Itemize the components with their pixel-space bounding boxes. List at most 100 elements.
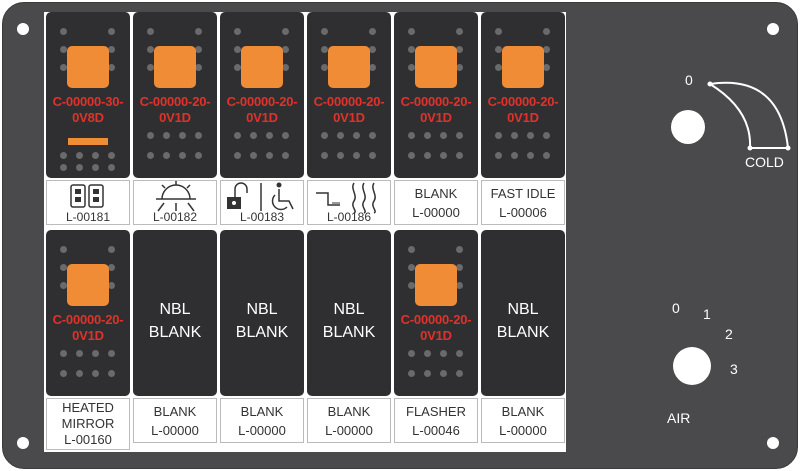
switch-dot: [147, 46, 154, 53]
label-name: HEATED: [62, 400, 114, 415]
switch-dot: [353, 132, 360, 139]
switch-dot: [195, 64, 202, 71]
air-label: AIR: [667, 410, 691, 426]
rocker-switch[interactable]: C-00000-20-0V1D: [307, 12, 391, 178]
air-setting-1: 1: [703, 306, 711, 322]
rocker-switch[interactable]: C-00000-20-0V1D: [394, 12, 478, 178]
switch-dot: [543, 28, 550, 35]
screw-bottom-left: [17, 437, 29, 449]
switch-dot: [195, 132, 202, 139]
label-blank: BLANK L-00000: [133, 398, 217, 443]
switch-dot: [440, 370, 447, 377]
switch-dot: [321, 132, 328, 139]
switch-dot: [440, 132, 447, 139]
rocker-switch[interactable]: C-00000-20-0V1D: [46, 230, 130, 396]
switch-dot: [440, 152, 447, 159]
switch-dot: [60, 246, 67, 253]
switch-part-code: C-00000-20-0V1D: [400, 312, 472, 343]
switch-led-indicator: [415, 264, 457, 306]
temp-range-icon: [707, 81, 791, 151]
switch-dot: [495, 132, 502, 139]
switch-dot: [353, 152, 360, 159]
switch-dot: [147, 64, 154, 71]
label-accessibility-lock: L-00183: [220, 180, 304, 225]
door-lock-icon: [70, 184, 104, 208]
label-fast-idle: FAST IDLE L-00006: [481, 180, 565, 225]
switch-dot: [321, 28, 328, 35]
switch-led-indicator: [67, 264, 109, 306]
switch-dot: [369, 28, 376, 35]
switch-dot: [234, 28, 241, 35]
switch-part-code: C-00000-20-0V1D: [400, 94, 472, 125]
rocker-switch[interactable]: C-00000-20-0V1D: [394, 230, 478, 396]
switch-dot: [108, 64, 115, 71]
switch-dot: [321, 64, 328, 71]
switch-dot: [408, 370, 415, 377]
switch-dot: [337, 152, 344, 159]
switch-dot: [108, 164, 115, 171]
switch-grid: [44, 12, 566, 452]
label-name-2: MIRROR: [61, 416, 115, 431]
label-door-locks: L-00181: [46, 180, 130, 225]
switch-dot: [282, 64, 289, 71]
label-blank: BLANK L-00000: [307, 398, 391, 443]
label-blank: BLANK L-00000: [220, 398, 304, 443]
switch-dot: [108, 152, 115, 159]
switch-led-indicator: [328, 46, 370, 88]
rocker-switch[interactable]: C-00000-20-0V1D: [133, 12, 217, 178]
screw-top-left: [17, 23, 29, 35]
switch-dot: [408, 350, 415, 357]
switch-part-code: C-00000-20-0V1D: [139, 94, 211, 125]
switch-dot: [543, 132, 550, 139]
label-code: L-00182: [152, 210, 198, 224]
label-blank: BLANK L-00000: [481, 398, 565, 443]
rocker-switch[interactable]: C-00000-20-0V1D: [220, 12, 304, 178]
switch-dot: [321, 152, 328, 159]
switch-dot: [266, 152, 273, 159]
switch-dot: [76, 164, 83, 171]
switch-dot: [440, 350, 447, 357]
switch-dot: [195, 46, 202, 53]
air-knob[interactable]: [673, 347, 711, 385]
switch-indicator-bar: [68, 138, 108, 145]
switch-dot: [495, 28, 502, 35]
switch-dot: [408, 46, 415, 53]
air-setting-3: 3: [730, 361, 738, 377]
switch-dot: [60, 282, 67, 289]
switch-dot: [424, 370, 431, 377]
label-name: FAST IDLE: [490, 186, 556, 201]
unlock-wheelchair-icon: [227, 182, 294, 211]
rocker-switch[interactable]: C-00000-30-0V8D: [46, 12, 130, 178]
label-name: FLASHER: [406, 404, 466, 419]
rocker-switch[interactable]: C-00000-20-0V1D: [481, 12, 565, 178]
switch-dot: [266, 132, 273, 139]
switch-dot: [60, 264, 67, 271]
switch-dot: [250, 152, 257, 159]
label-name: BLANK: [240, 404, 284, 419]
label-code: L-00046: [412, 423, 460, 438]
switch-dot: [147, 152, 154, 159]
label-code: L-00006: [499, 205, 547, 220]
switch-dot: [543, 64, 550, 71]
switch-dot: [147, 28, 154, 35]
switch-dot: [456, 370, 463, 377]
switch-dot: [408, 282, 415, 289]
switch-dot: [456, 246, 463, 253]
air-setting-2: 2: [725, 326, 733, 342]
temp-knob[interactable]: [671, 110, 705, 144]
switch-dot: [456, 350, 463, 357]
switch-led-indicator: [67, 46, 109, 88]
switch-dot: [282, 132, 289, 139]
switch-dot: [408, 132, 415, 139]
switch-led-indicator: [241, 46, 283, 88]
switch-dot: [179, 132, 186, 139]
step-heat-icon: [316, 182, 376, 214]
screw-top-right: [767, 23, 779, 35]
switch-dot: [108, 370, 115, 377]
